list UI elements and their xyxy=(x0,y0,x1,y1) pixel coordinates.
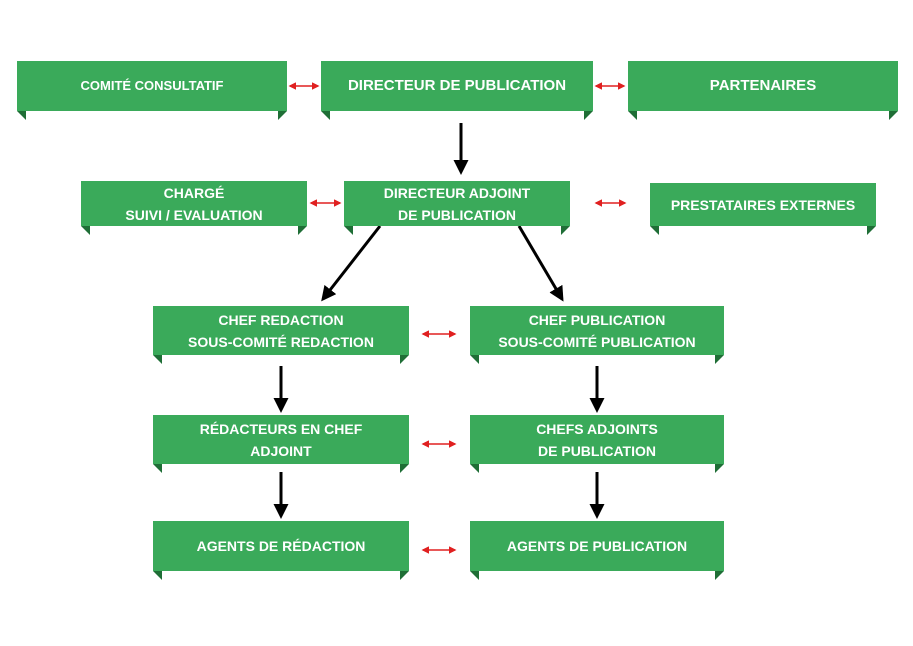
agents-publication-label: AGENTS DE PUBLICATION xyxy=(506,538,688,554)
chefs-adjoints-box: CHEFS ADJOINTS DE PUBLICATION xyxy=(470,415,724,473)
redacteurs-line2: ADJOINT xyxy=(250,442,312,459)
partenaires-box: PARTENAIRES xyxy=(628,61,898,120)
chef-redaction-box: CHEF REDACTION SOUS-COMITÉ REDACTION xyxy=(153,306,409,364)
chef-redaction-line1: CHEF REDACTION xyxy=(218,311,344,328)
prestataires-label: PRESTATAIRES EXTERNES xyxy=(670,196,856,213)
agents-redaction-label: AGENTS DE RÉDACTION xyxy=(196,538,366,554)
comite-consultatif-label: COMITÉ CONSULTATIF xyxy=(80,78,224,93)
partenaires-label: PARTENAIRES xyxy=(709,77,817,94)
agents-publication-box: AGENTS DE PUBLICATION xyxy=(470,521,724,580)
directeur-adjoint-box: DIRECTEUR ADJOINT DE PUBLICATION xyxy=(344,181,570,235)
directeur-adjoint-line2: DE PUBLICATION xyxy=(398,206,516,223)
redacteurs-line1: RÉDACTEURS EN CHEF xyxy=(199,420,363,437)
redacteurs-box: RÉDACTEURS EN CHEF ADJOINT xyxy=(153,415,409,473)
charge-suivi-line2: SUIVI / EVALUATION xyxy=(125,206,263,223)
chef-publication-box: CHEF PUBLICATION SOUS-COMITÉ PUBLICATION xyxy=(470,306,724,364)
charge-suivi-line1: CHARGÉ xyxy=(163,184,225,201)
charge-suivi-box: CHARGÉ SUIVI / EVALUATION xyxy=(81,181,307,235)
arrow-adjoint-to-chef-redaction xyxy=(321,225,382,302)
chef-publication-line2: SOUS-COMITÉ PUBLICATION xyxy=(498,333,696,350)
chef-publication-line1: CHEF PUBLICATION xyxy=(528,311,666,328)
chef-redaction-line2: SOUS-COMITÉ REDACTION xyxy=(188,333,374,350)
chefs-adjoints-line2: DE PUBLICATION xyxy=(538,442,656,459)
directeur-publication-label: DIRECTEUR DE PUBLICATION xyxy=(347,77,567,94)
prestataires-box: PRESTATAIRES EXTERNES xyxy=(650,183,876,235)
comite-consultatif-box: COMITÉ CONSULTATIF xyxy=(17,61,287,120)
directeur-adjoint-line1: DIRECTEUR ADJOINT xyxy=(383,184,531,201)
agents-redaction-box: AGENTS DE RÉDACTION xyxy=(153,521,409,580)
directeur-publication-box: DIRECTEUR DE PUBLICATION xyxy=(321,61,593,120)
chefs-adjoints-line1: CHEFS ADJOINTS xyxy=(536,420,658,437)
arrow-adjoint-to-chef-publication xyxy=(517,225,564,302)
